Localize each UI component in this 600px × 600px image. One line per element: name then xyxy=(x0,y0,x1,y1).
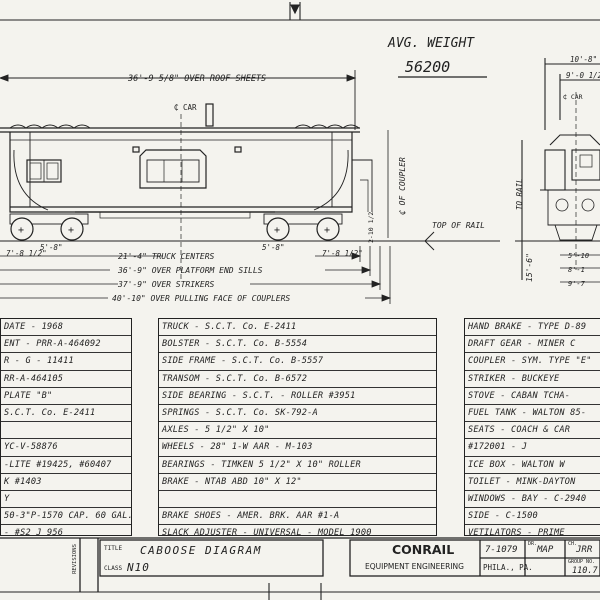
spec-left-row: R - G - 11411 xyxy=(1,353,131,371)
end-height-label: 15'-6" xyxy=(525,253,534,282)
spec-left-row xyxy=(1,422,131,440)
spec-right-row: HAND BRAKE - TYPE D-89 xyxy=(465,319,600,337)
checked-by-value: JRR xyxy=(576,545,593,555)
spec-right-row: STRIKER - BUCKEYE xyxy=(465,371,600,388)
top-of-rail-label: TOP OF RAIL xyxy=(432,221,485,230)
spec-right-row: COUPLER - SYM. TYPE "E" xyxy=(465,353,600,371)
to-rail-label: TO RAIL xyxy=(515,178,524,210)
company-name: CONRAIL xyxy=(392,542,455,557)
class-value: N10 xyxy=(127,561,150,574)
spec-middle-row: SIDE BEARING - S.C.T. - ROLLER #3951 xyxy=(159,388,436,405)
spec-right-row: SIDE - C-1500 xyxy=(465,508,600,526)
roof-sheets-dimension xyxy=(0,70,357,130)
spec-right-row: FUEL TANK - WALTON 85- xyxy=(465,405,600,423)
end-dim-a: 5'-10 xyxy=(568,252,589,260)
spec-right-row: TOILET - MINK-DAYTON xyxy=(465,474,600,491)
revisions-label: REVISIONS xyxy=(71,544,78,574)
class-label: CLASS xyxy=(104,565,123,572)
svg-text:+: + xyxy=(18,225,24,236)
spec-right-row: ICE BOX - WALTON W xyxy=(465,457,600,474)
spec-middle-row: AXLES - 5 1/2" X 10" xyxy=(159,422,436,440)
spec-left-row: -LITE #19425, #60407 xyxy=(1,457,131,474)
spec-right-row: STOVE - CABAN TCHA- xyxy=(465,388,600,405)
coupler-centerline-label: ₵ OF COUPLER xyxy=(398,157,407,215)
spec-left-row: 50-3"P-1570 CAP. 60 GAL. xyxy=(1,508,131,526)
end-dim-c: 9'-7 xyxy=(568,280,586,288)
truck-wheels: + + + + xyxy=(10,217,340,241)
left-wheelbase-a: 7'-8 1/2" xyxy=(6,249,47,258)
right-wheelbase-a: 5'-8" xyxy=(262,243,285,252)
spec-right-row: SEATS - COACH & CAR xyxy=(465,422,600,440)
spec-middle-row: BEARINGS - TIMKEN 5 1/2" X 10" ROLLER xyxy=(159,457,436,474)
drawn-by-value: MAP xyxy=(537,545,554,555)
left-wheelbase-b: 5'-8" xyxy=(40,243,63,252)
strikers-label: 37'-9" OVER STRIKERS xyxy=(117,280,215,289)
department-name: EQUIPMENT ENGINEERING xyxy=(365,562,464,571)
truck-centers-label: 21'-4" TRUCK CENTERS xyxy=(118,252,215,261)
spec-middle-row: TRANSOM - S.C.T. Co. B-6572 xyxy=(159,371,436,388)
spec-middle-row: TRUCK - S.C.T. Co. E-2411 xyxy=(159,319,436,337)
title-value: CABOOSE DIAGRAM xyxy=(140,544,262,557)
avg-weight-label: AVG. WEIGHT xyxy=(387,36,475,51)
roof-sheets-label: 36'-9 5/8" OVER ROOF SHEETS xyxy=(127,74,266,84)
svg-text:+: + xyxy=(324,225,330,236)
svg-text:+: + xyxy=(68,225,74,236)
group-number-label: GROUP NO. xyxy=(568,559,596,565)
checked-by-label: CH. xyxy=(568,541,578,547)
spec-middle-row: BRAKE - NTAB ABD 10" X 12" xyxy=(159,474,436,491)
drawn-by-label: DR. xyxy=(528,541,538,547)
drawing-location: PHILA., PA. xyxy=(483,563,533,572)
coupler-height-label: 2-10 1/2 xyxy=(367,212,375,243)
top-of-rail xyxy=(0,231,500,251)
svg-text:+: + xyxy=(274,225,280,236)
avg-weight-block: AVG. WEIGHT 56200 xyxy=(387,36,487,78)
drawing-date: 7-1079 xyxy=(485,545,518,555)
spec-middle-row: BOLSTER - S.C.T. Co. B-5554 xyxy=(159,336,436,354)
spec-left-row: YC-V-58876 xyxy=(1,439,131,457)
spec-middle-row: SPRINGS - S.C.T. Co. SK-792-A xyxy=(159,405,436,423)
spec-right-row: WINDOWS - BAY - C-2940 xyxy=(465,491,600,509)
spec-middle-row xyxy=(159,491,436,509)
platform-end-sills-label: 36'-9" OVER PLATFORM END SILLS xyxy=(117,266,263,275)
length-dimensions xyxy=(0,246,392,304)
spec-middle-row: WHEELS - 28" 1-W AAR - M-103 xyxy=(159,439,436,457)
end-car-centerline-label: ₵ CAR xyxy=(563,93,583,101)
avg-weight-value: 56200 xyxy=(405,58,450,76)
end-width-a: 10'-8" xyxy=(570,55,597,64)
spec-left-row: S.C.T. Co. E-2411 xyxy=(1,405,131,423)
spec-middle-row: SLACK ADJUSTER - UNIVERSAL - MODEL 1900 xyxy=(162,528,372,536)
title-label: TITLE xyxy=(104,545,123,552)
caboose-end-view xyxy=(515,58,600,283)
spec-left-row: Y xyxy=(1,491,131,509)
title-block-frame xyxy=(0,537,600,592)
caboose-side-view xyxy=(0,103,373,225)
spec-right-row: #172001 - J xyxy=(465,439,600,457)
spec-middle-row: SIDE FRAME - S.C.T. Co. B-5557 xyxy=(159,353,436,371)
pulling-face-label: 40'-10" OVER PULLING FACE OF COUPLERS xyxy=(112,294,290,303)
spec-middle-row: BRAKE SHOES - AMER. BRK. AAR #1-A xyxy=(159,508,436,526)
spec-left-row: K #1403 xyxy=(1,474,131,491)
spec-right-row: VETILATORS - PRIME xyxy=(465,525,600,535)
spec-right-row: DRAFT GEAR - MINER C xyxy=(465,336,600,354)
end-width-b: 9'-0 1/2" xyxy=(566,71,600,80)
group-number-value: 110.7 xyxy=(572,566,598,576)
spec-left-row: DATE - 1968 xyxy=(1,319,131,337)
right-wheelbase-b: 7'-8 1/2" xyxy=(322,249,363,258)
end-dim-b: 8'-1 xyxy=(568,266,585,274)
spec-left-row: - #S2 J 956 xyxy=(4,528,64,536)
spec-left-row: ENT - PRR-A-464092 xyxy=(1,336,131,354)
car-centerline-label: ₵ CAR xyxy=(174,103,197,112)
spec-left-row: PLATE "B" xyxy=(1,388,131,405)
spec-left-row: RR-A-464105 xyxy=(1,371,131,388)
